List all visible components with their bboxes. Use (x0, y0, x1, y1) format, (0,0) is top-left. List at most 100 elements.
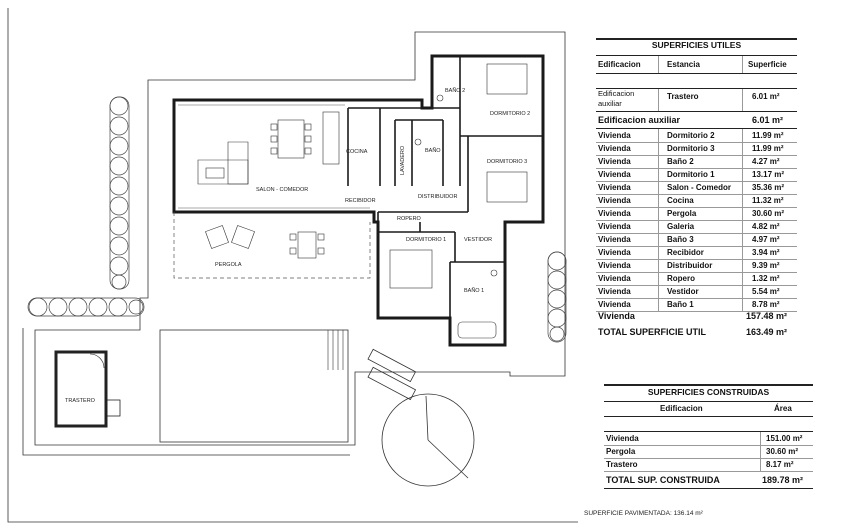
vivienda-total-label: Vivienda (598, 311, 635, 321)
table-column-divider (742, 56, 743, 73)
table-row-divider (604, 471, 813, 472)
utiles-row-superficie: 30.60 m² (752, 209, 785, 218)
room-label-bano: BAÑO (425, 147, 441, 154)
utiles-row-estancia: Dormitorio 1 (667, 170, 715, 179)
utiles-row-edificacion: Vivienda (598, 170, 631, 179)
construidas-total-label: TOTAL SUP. CONSTRUIDA (606, 475, 720, 485)
construidas-row-area: 8.17 m² (766, 460, 794, 469)
table-column-divider (658, 56, 659, 73)
construidas-row-edificacion: Pergola (606, 447, 636, 456)
utiles-header-edificacion: Edificacion (598, 60, 641, 69)
utiles-header-estancia: Estancia (667, 60, 700, 69)
table-row-divider (596, 207, 797, 208)
room-label-trastero: TRASTERO (65, 398, 96, 404)
construidas-header-area: Área (774, 404, 792, 413)
table-row-divider (596, 142, 797, 143)
aux-edificacion-line2: auxiliar (598, 99, 622, 108)
utiles-row-edificacion: Vivienda (598, 287, 631, 296)
grand-total-label: TOTAL SUPERFICIE UTIL (598, 327, 707, 337)
utiles-row-estancia: Baño 1 (667, 300, 694, 309)
table-column-divider (742, 129, 743, 311)
utiles-row-estancia: Recibidor (667, 248, 704, 257)
room-label-dormitorio2: DORMITORIO 2 (490, 111, 530, 117)
table-row-divider (596, 246, 797, 247)
table-row-divider (596, 298, 797, 299)
room-label-bano1: BAÑO 1 (464, 287, 484, 294)
table-row-divider (596, 285, 797, 286)
utiles-row-estancia: Distribuidor (667, 261, 713, 270)
utiles-row-edificacion: Vivienda (598, 235, 631, 244)
plot-boundary (7, 8, 578, 523)
room-label-ropero: ROPERO (397, 216, 422, 222)
utiles-row-superficie: 4.27 m² (752, 157, 780, 166)
utiles-row-edificacion: Vivienda (598, 261, 631, 270)
aux-edificacion-line1: Edificacion (598, 89, 635, 98)
floor-plan: BAÑO 2 DORMITORIO 2 DORMITORIO 3 COCINA … (7, 8, 578, 523)
utiles-row-superficie: 8.78 m² (752, 300, 780, 309)
construidas-row-edificacion: Vivienda (606, 434, 639, 443)
hedge-circles (27, 96, 567, 343)
utiles-row-estancia: Dormitorio 3 (667, 144, 715, 153)
room-label-distribuidor: DISTRIBUIDOR (418, 194, 457, 200)
utiles-row-estancia: Dormitorio 2 (667, 131, 715, 140)
table-column-divider (760, 432, 761, 472)
table-row-divider (596, 272, 797, 273)
table-row-divider (596, 233, 797, 234)
table-row-divider (596, 155, 797, 156)
utiles-row-superficie: 1.32 m² (752, 274, 780, 283)
round-deck (381, 393, 475, 487)
table-row-divider (596, 311, 797, 312)
utiles-row-edificacion: Vivienda (598, 209, 631, 218)
utiles-row-superficie: 9.39 m² (752, 261, 780, 270)
room-label-dormitorio1: DORMITORIO 1 (406, 237, 446, 243)
room-label-lavadero: LAVADERO (400, 145, 406, 175)
utiles-row-edificacion: Vivienda (598, 274, 631, 283)
utiles-row-superficie: 11.99 m² (752, 131, 784, 140)
utiles-row-superficie: 5.54 m² (752, 287, 780, 296)
utiles-row-estancia: Cocina (667, 196, 694, 205)
table-column-divider (658, 89, 659, 111)
aux-superficie: 6.01 m² (752, 92, 780, 101)
table-column-divider (658, 129, 659, 311)
table-row-divider (604, 445, 813, 446)
table-row-divider (596, 181, 797, 182)
room-label-vestidor: VESTIDOR (464, 237, 492, 243)
utiles-row-superficie: 4.97 m² (752, 235, 780, 244)
utiles-row-estancia: Baño 3 (667, 235, 694, 244)
table-row-divider (604, 458, 813, 459)
vivienda-total-value: 157.48 m² (746, 311, 788, 321)
terrace-outline (34, 31, 566, 446)
table-column-divider (742, 89, 743, 111)
utiles-row-estancia: Vestidor (667, 287, 699, 296)
utiles-row-edificacion: Vivienda (598, 131, 631, 140)
aux-total-value: 6.01 m² (752, 115, 784, 125)
utiles-row-superficie: 3.94 m² (752, 248, 780, 257)
utiles-row-superficie: 11.32 m² (752, 196, 784, 205)
utiles-row-estancia: Baño 2 (667, 157, 694, 166)
pool (159, 329, 349, 443)
construidas-row-area: 30.60 m² (766, 447, 799, 456)
utiles-row-superficie: 4.82 m² (752, 222, 780, 231)
construidas-row-area: 151.00 m² (766, 434, 803, 443)
construidas-header-edificacion: Edificacion (660, 404, 703, 413)
table-row-divider (596, 220, 797, 221)
room-label-pergola: PERGOLA (215, 262, 242, 268)
room-label-dormitorio3: DORMITORIO 3 (487, 159, 527, 165)
aux-estancia: Trastero (667, 92, 699, 101)
utiles-row-estancia: Salon - Comedor (667, 183, 732, 192)
utiles-row-edificacion: Vivienda (598, 248, 631, 257)
utiles-row-estancia: Galeria (667, 222, 695, 231)
utiles-header-superficie: Superficie (748, 60, 787, 69)
utiles-row-estancia: Pergola (667, 209, 697, 218)
utiles-row-edificacion: Vivienda (598, 222, 631, 231)
room-label-cocina: COCINA (346, 149, 368, 155)
utiles-row-estancia: Ropero (667, 274, 695, 283)
room-label-salon: SALON - COMEDOR (256, 187, 308, 193)
utiles-title: SUPERFICIES UTILES (651, 40, 742, 50)
room-label-bano2: BAÑO 2 (445, 87, 465, 94)
pergola-outline (173, 212, 371, 279)
construidas-row-edificacion: Trastero (606, 460, 638, 469)
construidas-title: SUPERFICIES CONSTRUIDAS (647, 387, 770, 397)
utiles-row-edificacion: Vivienda (598, 157, 631, 166)
grand-total-value: 163.49 m² (746, 327, 788, 337)
